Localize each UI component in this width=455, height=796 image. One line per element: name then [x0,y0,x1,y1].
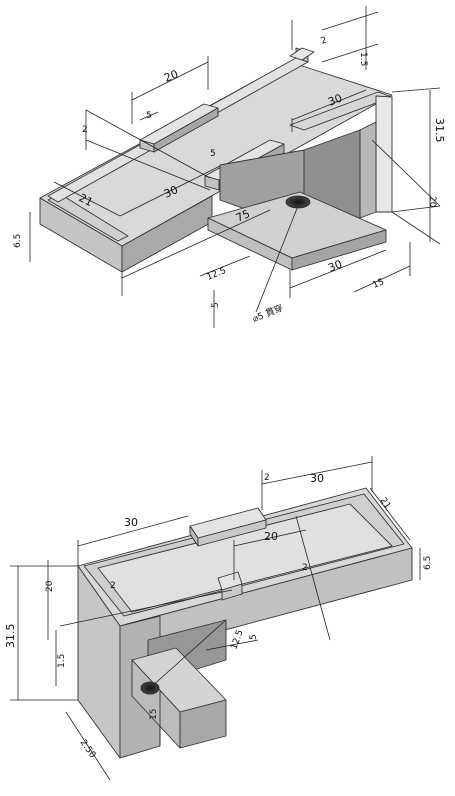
top-dim-20-right: 20 [427,196,437,208]
bottom-dim-12-5: 12.5 [229,629,245,651]
bottom-dim-20-left: 20 [45,580,55,592]
bottom-dim-5: 5 [249,634,259,640]
top-dim-31-5: 31.5 [433,118,446,143]
top-dim-30-bot: 30 [326,257,344,274]
bottom-dim-6-5: 6.5 [423,556,433,570]
bottom-dim-20: 20 [264,530,278,543]
top-dim-30-mid: 30 [162,183,180,201]
bottom-dim-2-right: 2 [302,563,308,573]
top-dim-2-left: 2 [82,125,88,135]
top-dim-12-5: 12.5 [205,266,227,283]
top-dim-5-bot: 5 [211,302,221,308]
bottom-dim-2-mid: 2 [110,581,116,591]
bottom-dim-30-top: 30 [310,472,324,485]
top-dim-5a: 5 [146,111,152,121]
top-dim-6-5: 6.5 [13,234,23,248]
top-dim-5b: 5 [210,149,216,159]
top-view-labels: 2 1.5 20 5 2 5 30 31.5 20 21 30 75 6.5 1… [13,35,446,324]
top-dim-15-bot: 15 [371,277,385,291]
top-dim-20: 20 [162,67,180,84]
top-dim-21: 21 [77,191,95,209]
top-dim-75: 75 [234,207,252,225]
bottom-view-dimensions [10,456,421,781]
bottom-dim-30-left: 30 [124,516,138,529]
top-dim-1-5-top: 1.5 [358,52,368,66]
top-dim-30-top: 30 [326,91,344,108]
hole-note: ⌀5 貫穿 [251,302,285,325]
bottom-dim-1-5: 1.5 [57,654,67,668]
top-view-dimensions [29,6,441,328]
bottom-dim-15-bot: 15 [149,709,159,720]
bottom-view-part [77,487,413,759]
top-dim-2-top: 2 [320,35,329,46]
bottom-dim-31-5: 31.5 [4,624,17,649]
bottom-dim-2-50: 2.50 [78,738,98,760]
bottom-dim-2-top: 2 [264,473,270,483]
top-view-part [39,47,393,273]
